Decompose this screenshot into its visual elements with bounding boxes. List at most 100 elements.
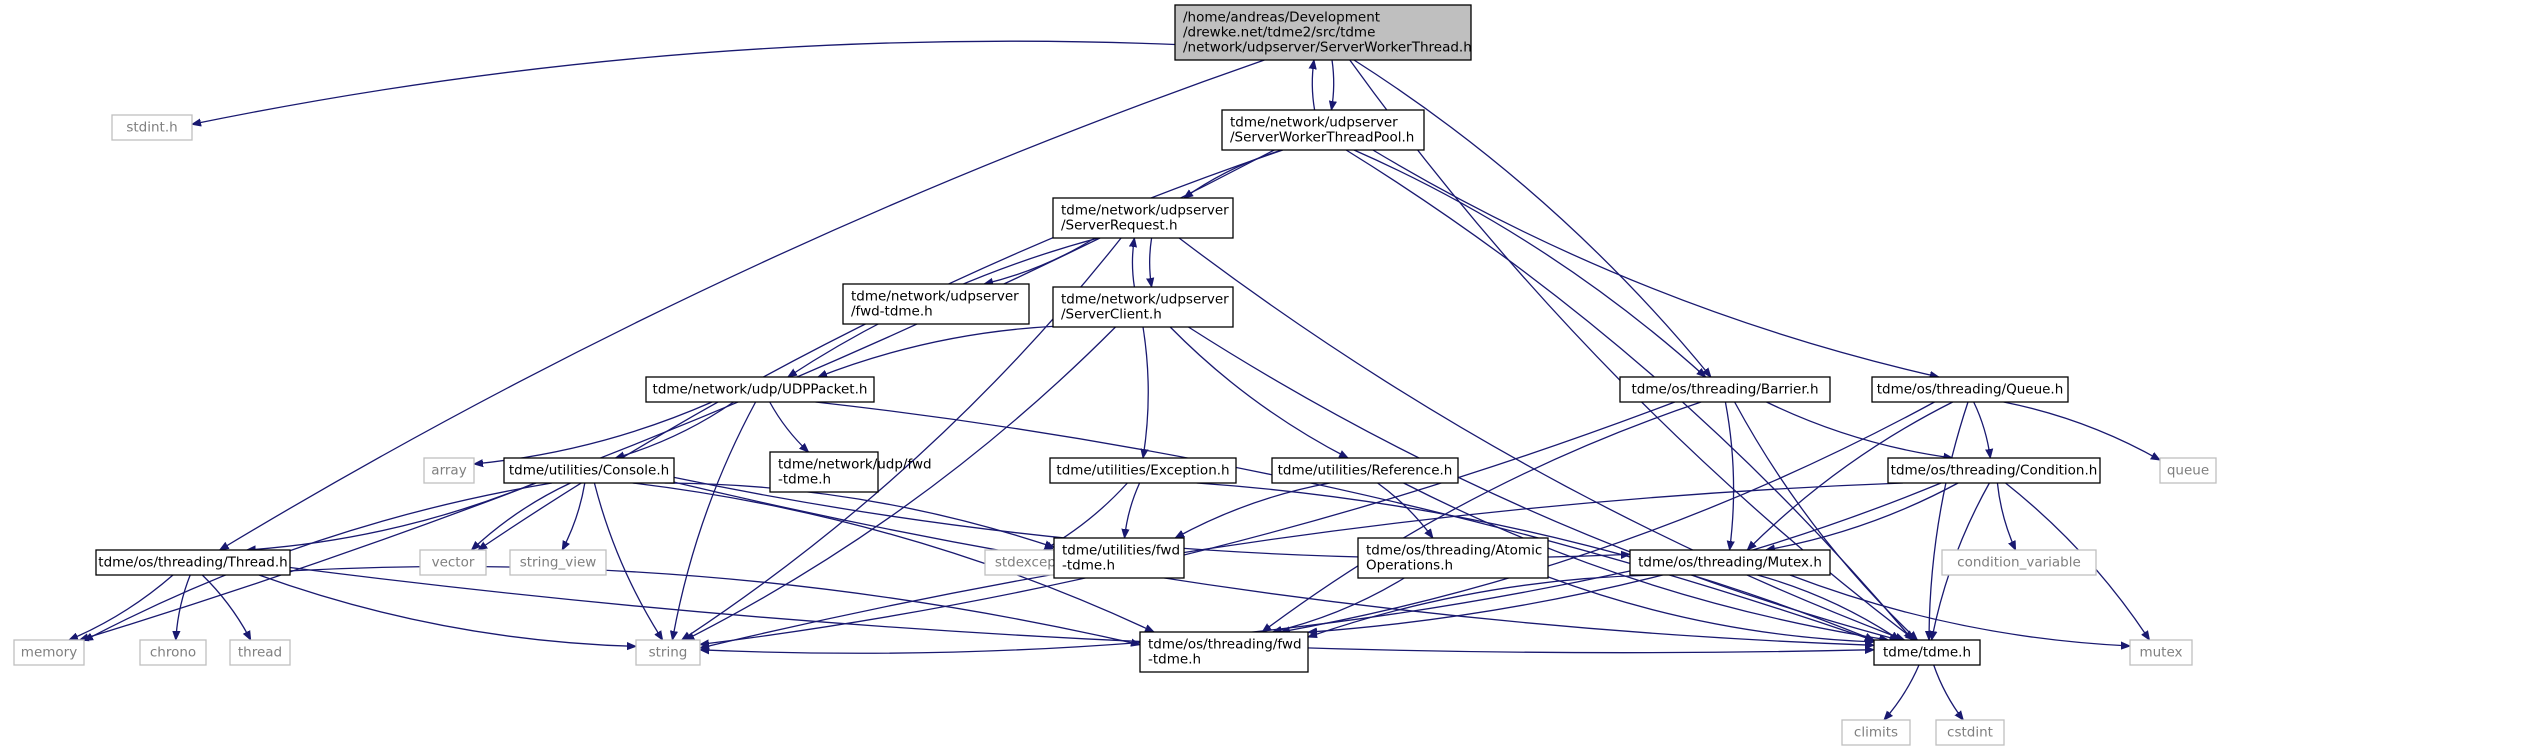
edge-request-to-fwd-udpserver <box>984 237 1096 284</box>
node-label: tdme/os/threading/Condition.h <box>1891 463 2098 479</box>
node-label: condition_variable <box>1957 555 2081 571</box>
node-label: array <box>431 463 466 479</box>
edge-udppacket-to-fwd-udp <box>769 401 809 452</box>
node-label: tdme/network/udp/UDPPacket.h <box>653 382 868 398</box>
node-box <box>1174 4 1472 61</box>
edge-console-to-vector <box>472 482 571 550</box>
node-label: climits <box>1854 725 1898 741</box>
node-label: string <box>649 645 688 661</box>
node-box <box>635 639 701 666</box>
edge-thread-h-to-string <box>258 574 636 646</box>
edge-console-to-tdme-h <box>673 481 1874 645</box>
node-box <box>139 639 207 666</box>
edge-udppacket-to-console <box>615 401 734 458</box>
edge-barrier-to-tdme-h <box>1734 401 1918 640</box>
node-box <box>95 549 291 576</box>
node-box <box>842 283 1030 325</box>
node-exception: tdme/utilities/Exception.h <box>1049 457 1237 484</box>
node-label: tdme/utilities/fwd <box>1062 543 1180 559</box>
node-tdme-h: tdme/tdme.h <box>1873 639 1981 666</box>
edge-queue-h-to-condition <box>1973 401 1991 458</box>
node-label: /network/udpserver/ServerWorkerThread.h <box>1183 40 1472 56</box>
edge-tdme-h-to-cstdint <box>1933 664 1964 720</box>
node-box <box>1271 457 1459 484</box>
node-label: tdme/utilities/Reference.h <box>1278 463 1453 479</box>
nodes-layer: /home/andreas/Development/drewke.net/tdm… <box>13 4 2217 746</box>
node-box <box>1871 376 2069 403</box>
node-box <box>423 457 475 484</box>
node-array: array <box>423 457 475 484</box>
edge-exception-to-tdme-h <box>1196 482 1874 641</box>
node-box <box>111 114 193 141</box>
node-box <box>1053 537 1185 579</box>
edge-pool-to-queue-h <box>1372 149 1939 377</box>
node-label: vector <box>432 555 475 571</box>
node-label: stdint.h <box>126 120 177 136</box>
edge-queue-h-to-tdme-h <box>1929 401 1969 640</box>
node-box <box>645 376 875 403</box>
edge-console-to-fwd-threading <box>632 482 1154 633</box>
node-fwd-udpserver: tdme/network/udpserver/fwd-tdme.h <box>842 283 1030 325</box>
node-box <box>1629 549 1831 576</box>
node-label: tdme/os/threading/Mutex.h <box>1638 555 1822 571</box>
node-label: /ServerRequest.h <box>1061 218 1178 234</box>
node-box <box>1873 639 1981 666</box>
node-queue-h: tdme/os/threading/Queue.h <box>1871 376 2069 403</box>
node-climits: climits <box>1841 719 1911 746</box>
node-box <box>1619 376 1831 403</box>
edge-thread-h-to-chrono <box>176 574 191 640</box>
node-reference: tdme/utilities/Reference.h <box>1271 457 1459 484</box>
edge-udppacket-to-array <box>474 401 713 464</box>
edge-barrier-to-string <box>700 401 1676 645</box>
node-label: tdme/network/udpserver <box>1061 292 1229 308</box>
node-label: tdme/network/udpserver <box>851 289 1019 305</box>
node-request: tdme/network/udpserver/ServerRequest.h <box>1052 197 1234 239</box>
node-label: /fwd-tdme.h <box>851 304 933 320</box>
node-queue: queue <box>2159 457 2217 484</box>
edge-console-to-string-view <box>561 482 586 550</box>
node-condvar: condition_variable <box>1941 549 2097 576</box>
node-mutex-h: tdme/os/threading/Mutex.h <box>1629 549 1831 576</box>
edge-mutex-h-to-tdme-h <box>1757 574 1899 640</box>
node-label: Operations.h <box>1366 558 1453 574</box>
edge-client-to-udppacket <box>818 325 1054 378</box>
edge-queue-h-to-fwd-threading <box>1281 401 1935 632</box>
edge-thread-h-to-fwd-threading <box>289 565 1140 645</box>
node-box <box>1049 457 1237 484</box>
edge-barrier-to-mutex-h <box>1724 401 1733 550</box>
node-label: /ServerClient.h <box>1061 307 1162 323</box>
edge-root-to-stdint <box>192 40 1176 124</box>
edge-reference-to-atomic <box>1377 482 1433 538</box>
node-label: tdme/network/udpserver <box>1230 115 1398 131</box>
edge-queue-h-to-queue <box>2003 401 2160 460</box>
edge-udppacket-to-string <box>672 401 757 640</box>
edge-request-to-tdme-h <box>1178 237 1904 640</box>
node-pool: tdme/network/udpserver/ServerWorkerThrea… <box>1221 109 1425 151</box>
edge-console-to-string <box>593 482 662 640</box>
node-barrier: tdme/os/threading/Barrier.h <box>1619 376 1831 403</box>
node-thread: thread <box>229 639 291 666</box>
edge-client-to-exception <box>1143 326 1149 458</box>
node-fwd-threading: tdme/os/threading/fwd-tdme.h <box>1139 631 1309 673</box>
edge-mutex-h-to-mutex <box>1789 574 2130 646</box>
edge-queue-h-to-mutex-h <box>1747 401 1953 550</box>
node-box <box>509 549 607 576</box>
edge-barrier-to-fwd-threading <box>1262 401 1702 632</box>
node-fwd-udp: tdme/network/udp/fwd-tdme.h <box>769 451 932 493</box>
edge-tdme-h-to-climits <box>1884 664 1920 720</box>
node-string: string <box>635 639 701 666</box>
edge-condition-to-fwd-threading <box>1308 482 1942 632</box>
node-label: tdme/os/threading/Barrier.h <box>1632 382 1819 398</box>
node-label: /drewke.net/tdme2/src/tdme <box>1183 25 1375 41</box>
edge-console-to-thread-h <box>247 482 536 550</box>
node-condition: tdme/os/threading/Condition.h <box>1887 457 2101 484</box>
edge-client-to-request <box>1132 238 1134 288</box>
node-chrono: chrono <box>139 639 207 666</box>
node-thread-h: tdme/os/threading/Thread.h <box>95 549 291 576</box>
edge-root-to-barrier <box>1353 59 1711 377</box>
edge-pool-to-root <box>1312 60 1314 111</box>
node-label: -tdme.h <box>1148 652 1201 668</box>
edge-reference-to-fwd-utilities <box>1175 482 1331 538</box>
edge-request-to-client <box>1150 237 1152 287</box>
